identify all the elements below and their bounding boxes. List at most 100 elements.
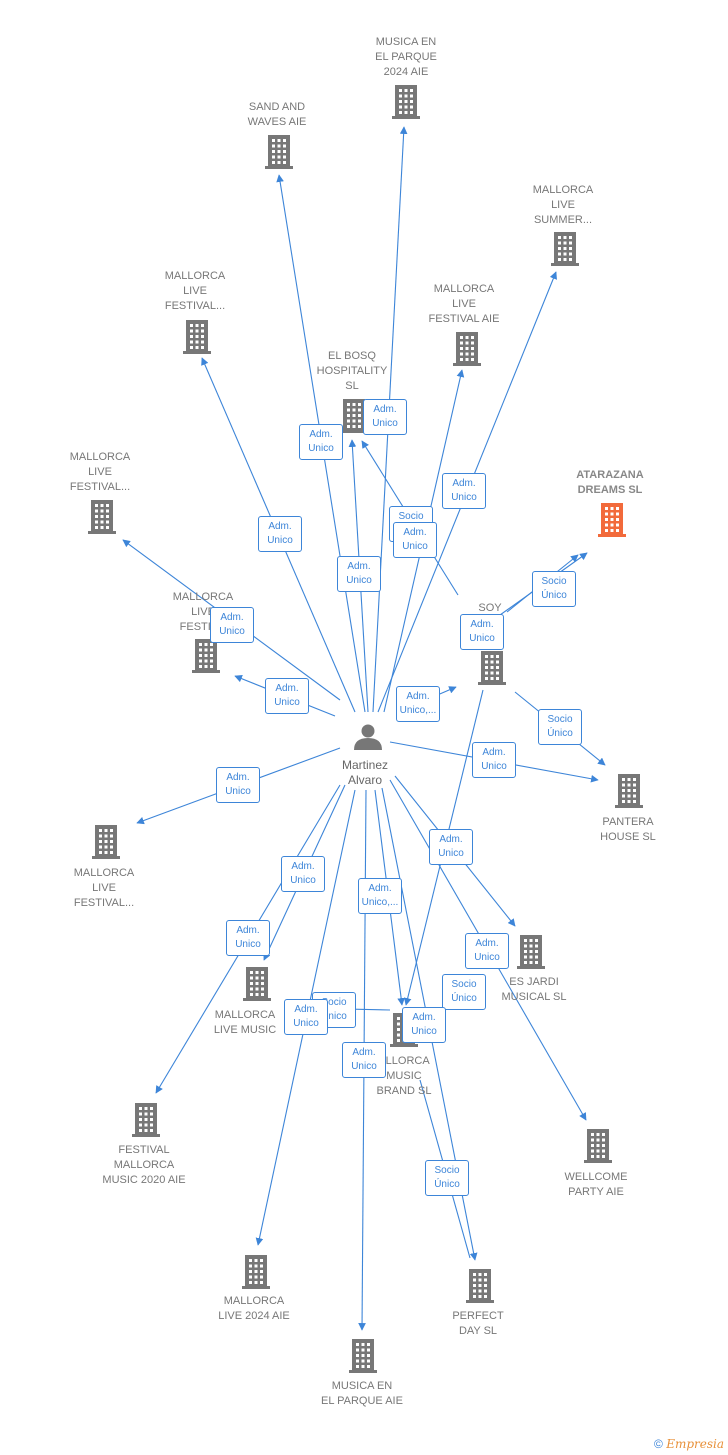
company-building-icon[interactable] <box>478 651 506 685</box>
relation-label[interactable]: Adm.Unico <box>472 742 516 778</box>
relation-label[interactable]: Adm.Unico <box>210 607 254 643</box>
company-name-line: MUSICA EN <box>375 36 437 48</box>
relation-label-line: Unico <box>438 848 464 859</box>
relation-label-line: Unico <box>451 492 477 503</box>
company-building-icon[interactable] <box>192 639 220 673</box>
relation-label[interactable]: Adm. Unico <box>442 473 486 509</box>
relation-label[interactable]: Adm.Unico <box>226 920 270 956</box>
focus-company-building-icon[interactable] <box>598 503 626 537</box>
company-name-line: ES JARDI <box>509 976 559 988</box>
relation-label-line: Adm. <box>406 691 430 702</box>
company-building-icon[interactable] <box>243 967 271 1001</box>
relation-label-line: Unico <box>469 633 495 644</box>
company-name-line: WAVES AIE <box>247 116 307 128</box>
relation-label[interactable]: Adm.Unico <box>393 522 437 558</box>
company-building-icon[interactable] <box>584 1129 612 1163</box>
relation-label[interactable]: Adm.Unico <box>281 856 325 892</box>
relation-label[interactable]: Adm.Unico <box>265 678 309 714</box>
relation-label[interactable]: Adm.Unico <box>402 1007 446 1043</box>
company-building-icon[interactable] <box>349 1339 377 1373</box>
person-icon[interactable] <box>354 724 382 751</box>
relation-label[interactable]: Adm.Unico <box>465 933 509 969</box>
relation-label-line: Adm. <box>368 883 392 894</box>
company-building-icon[interactable] <box>183 320 211 354</box>
company-building-icon[interactable] <box>615 774 643 808</box>
company-building-icon[interactable] <box>517 935 545 969</box>
relation-label[interactable]: Adm.Unico <box>216 767 260 803</box>
relation-label-line: Adm. <box>452 478 476 489</box>
company-name-line: EL PARQUE AIE <box>321 1395 403 1407</box>
relation-label-line: Socio <box>541 576 567 587</box>
company-building-icon[interactable] <box>265 135 293 169</box>
relation-label-line: Adm. <box>347 561 371 572</box>
relation-label[interactable]: Adm.Unico <box>299 424 343 460</box>
nodes-layer <box>88 85 643 1373</box>
company-building-icon[interactable] <box>340 399 368 433</box>
company-name-line: MALLORCA <box>214 1009 276 1021</box>
relation-label[interactable]: Adm. Unico,... <box>358 878 402 914</box>
company-building-icon[interactable] <box>88 500 116 534</box>
relation-label-line: Adm. <box>268 521 292 532</box>
relation-label[interactable]: Adm.Unico,... <box>396 686 440 722</box>
company-building-icon[interactable] <box>392 85 420 119</box>
relation-label-line: Socio <box>451 979 477 990</box>
company-building-icon[interactable] <box>132 1103 160 1137</box>
relation-label-line: Adm. <box>439 834 463 845</box>
relation-label-line: Unico <box>481 761 507 772</box>
relation-label-line: Único <box>321 1011 347 1022</box>
company-name-line: FESTIVAL... <box>73 897 135 909</box>
company-name-line: MALLORCA <box>433 283 495 295</box>
relation-label[interactable]: Adm.Unico <box>284 999 328 1035</box>
company-name-line: LIVE <box>452 298 476 310</box>
relation-label[interactable]: Adm.Unico <box>337 556 381 592</box>
relation-label-line: Socio <box>398 511 424 522</box>
company-name-line: ALLORCA <box>378 1055 430 1067</box>
relation-label-line: Adm. <box>275 683 299 694</box>
relation-label-line: Adm. <box>236 925 260 936</box>
company-name-line: EL BOSQ <box>328 350 376 362</box>
relation-label[interactable]: Adm.Unico <box>342 1042 386 1078</box>
relation-label[interactable]: Adm.Unico <box>460 614 504 650</box>
company-building-icon[interactable] <box>92 825 120 859</box>
person-name[interactable]: Martinez Alvaro <box>315 758 415 788</box>
company-name-line: DREAMS SL <box>577 484 643 496</box>
relation-label-line: Socio <box>321 997 347 1008</box>
company-name-line: BRAND SL <box>376 1085 432 1097</box>
company-building-icon[interactable] <box>453 332 481 366</box>
relation-label-line: Unico,... <box>361 897 399 908</box>
relation-label[interactable]: Adm.Unico <box>363 399 407 435</box>
relation-label-line: Adm. <box>226 772 250 783</box>
relation-label[interactable]: Adm. Unico <box>429 829 473 865</box>
company-name-line: MALLORCA <box>172 591 234 603</box>
relation-label[interactable]: Adm.Unico <box>258 516 302 552</box>
company-name-line: 2024 AIE <box>383 66 429 78</box>
person-name-line2: Alvaro <box>347 773 382 787</box>
company-name[interactable]: ALLORCA MUSIC BRAND SL <box>339 1054 469 1099</box>
company-name-line: MUSIC <box>386 1070 422 1082</box>
company-name-line: SL <box>345 380 359 392</box>
company-building-icon[interactable] <box>466 1269 494 1303</box>
company-building-icon[interactable] <box>242 1255 270 1289</box>
company-building-icon[interactable] <box>551 232 579 266</box>
